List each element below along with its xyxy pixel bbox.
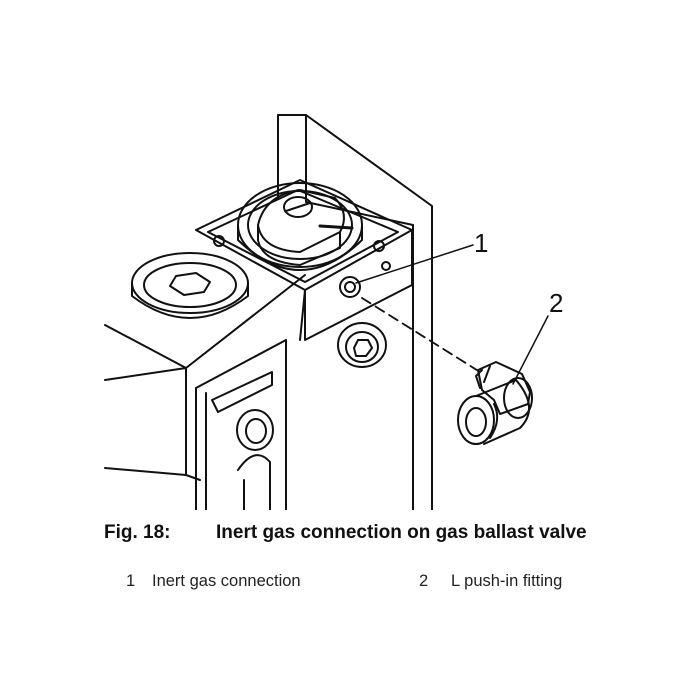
hex-plug — [131, 252, 249, 319]
callout-2: 2 — [549, 288, 564, 318]
inert-gas-connection-port — [339, 276, 361, 298]
leader-line-1 — [355, 244, 474, 284]
figure-title: Inert gas connection on gas ballast valv… — [216, 522, 587, 543]
leader-line-2 — [512, 315, 549, 385]
legend-item-1-number: 1 — [126, 572, 136, 590]
legend-item-1-text: Inert gas connection — [152, 572, 301, 590]
l-push-in-fitting — [457, 361, 533, 445]
assembly-dashed-line — [361, 297, 481, 373]
hex-screw — [337, 322, 387, 368]
callout-1: 1 — [474, 228, 489, 258]
panel-screw — [211, 371, 274, 510]
ballast-valve-knob — [237, 182, 363, 271]
figure-label: Fig. 18: — [104, 522, 171, 543]
legend-item-2-number: 2 — [419, 572, 429, 590]
technical-drawing — [104, 114, 549, 510]
legend-item-2-text: L push-in fitting — [451, 572, 563, 590]
pump-housing — [104, 114, 433, 510]
